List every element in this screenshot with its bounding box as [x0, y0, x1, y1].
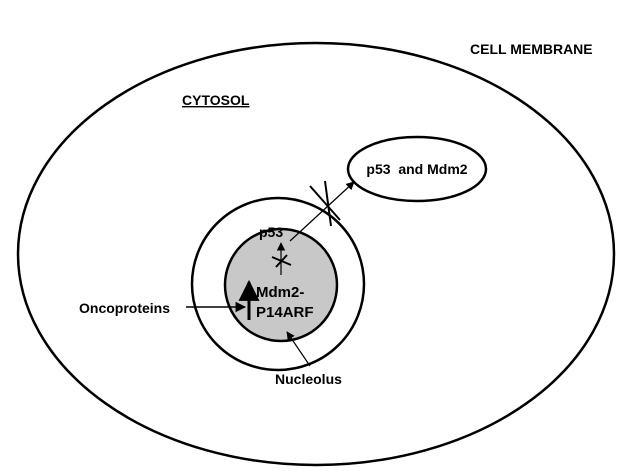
cell-membrane-shape [16, 41, 616, 467]
mdm2-label: Mdm2- [256, 284, 304, 301]
cell-membrane-label: CELL MEMBRANE [470, 41, 593, 57]
export-arrow [289, 181, 355, 242]
nucleolus-label: Nucleolus [275, 371, 342, 387]
cytosol-label: CYTOSOL [182, 92, 250, 108]
nucleus-shape [190, 196, 366, 372]
export-block-cross-a [309, 185, 341, 221]
nucleolus-shape [223, 227, 339, 343]
nucleolus-pointer-arrow [286, 331, 311, 367]
nucleolus-block-cross-b [275, 254, 288, 268]
oncoproteins-label: Oncoproteins [79, 300, 170, 316]
p53-label: p53 [259, 224, 283, 240]
p53-mdm2-compartment [346, 135, 488, 203]
p14arf-label: P14ARF [256, 304, 314, 321]
p53-mdm2-label: p53 and Mdm2 [366, 161, 467, 177]
export-block-cross-b [324, 180, 332, 227]
